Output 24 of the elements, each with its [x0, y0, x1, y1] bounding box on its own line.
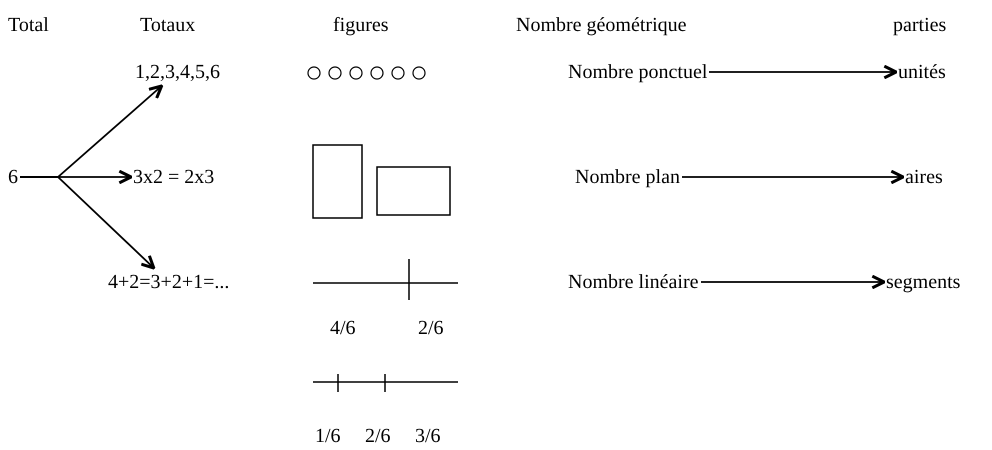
fraction-label: 1/6: [315, 424, 341, 448]
math-text: 6: [8, 165, 18, 189]
column-heading: Totaux: [140, 13, 196, 37]
column-heading: Nombre géométrique: [516, 13, 686, 37]
column-heading: Total: [8, 13, 49, 37]
fraction-label: 4/6: [330, 316, 356, 340]
math-text: 1,2,3,4,5,6: [135, 60, 220, 84]
fraction-label: 2/6: [418, 316, 444, 340]
math-text: Nombre linéaire: [568, 270, 698, 294]
math-text: Nombre plan: [575, 165, 680, 189]
arrow: [709, 64, 898, 80]
math-text: 3x2 = 2x3: [133, 165, 214, 189]
fraction-label: 3/6: [415, 424, 441, 448]
math-text: 4+2=3+2+1=...: [108, 270, 230, 294]
arrow: [701, 274, 886, 290]
fraction-label: 2/6: [365, 424, 391, 448]
column-heading: figures: [333, 13, 389, 37]
math-text: segments: [886, 270, 960, 294]
arrow: [682, 170, 905, 184]
column-heading: parties: [893, 13, 946, 37]
math-text: aires: [905, 165, 943, 189]
arrow: [20, 176, 156, 270]
math-text: unités: [898, 60, 946, 84]
math-text: Nombre ponctuel: [568, 60, 708, 84]
